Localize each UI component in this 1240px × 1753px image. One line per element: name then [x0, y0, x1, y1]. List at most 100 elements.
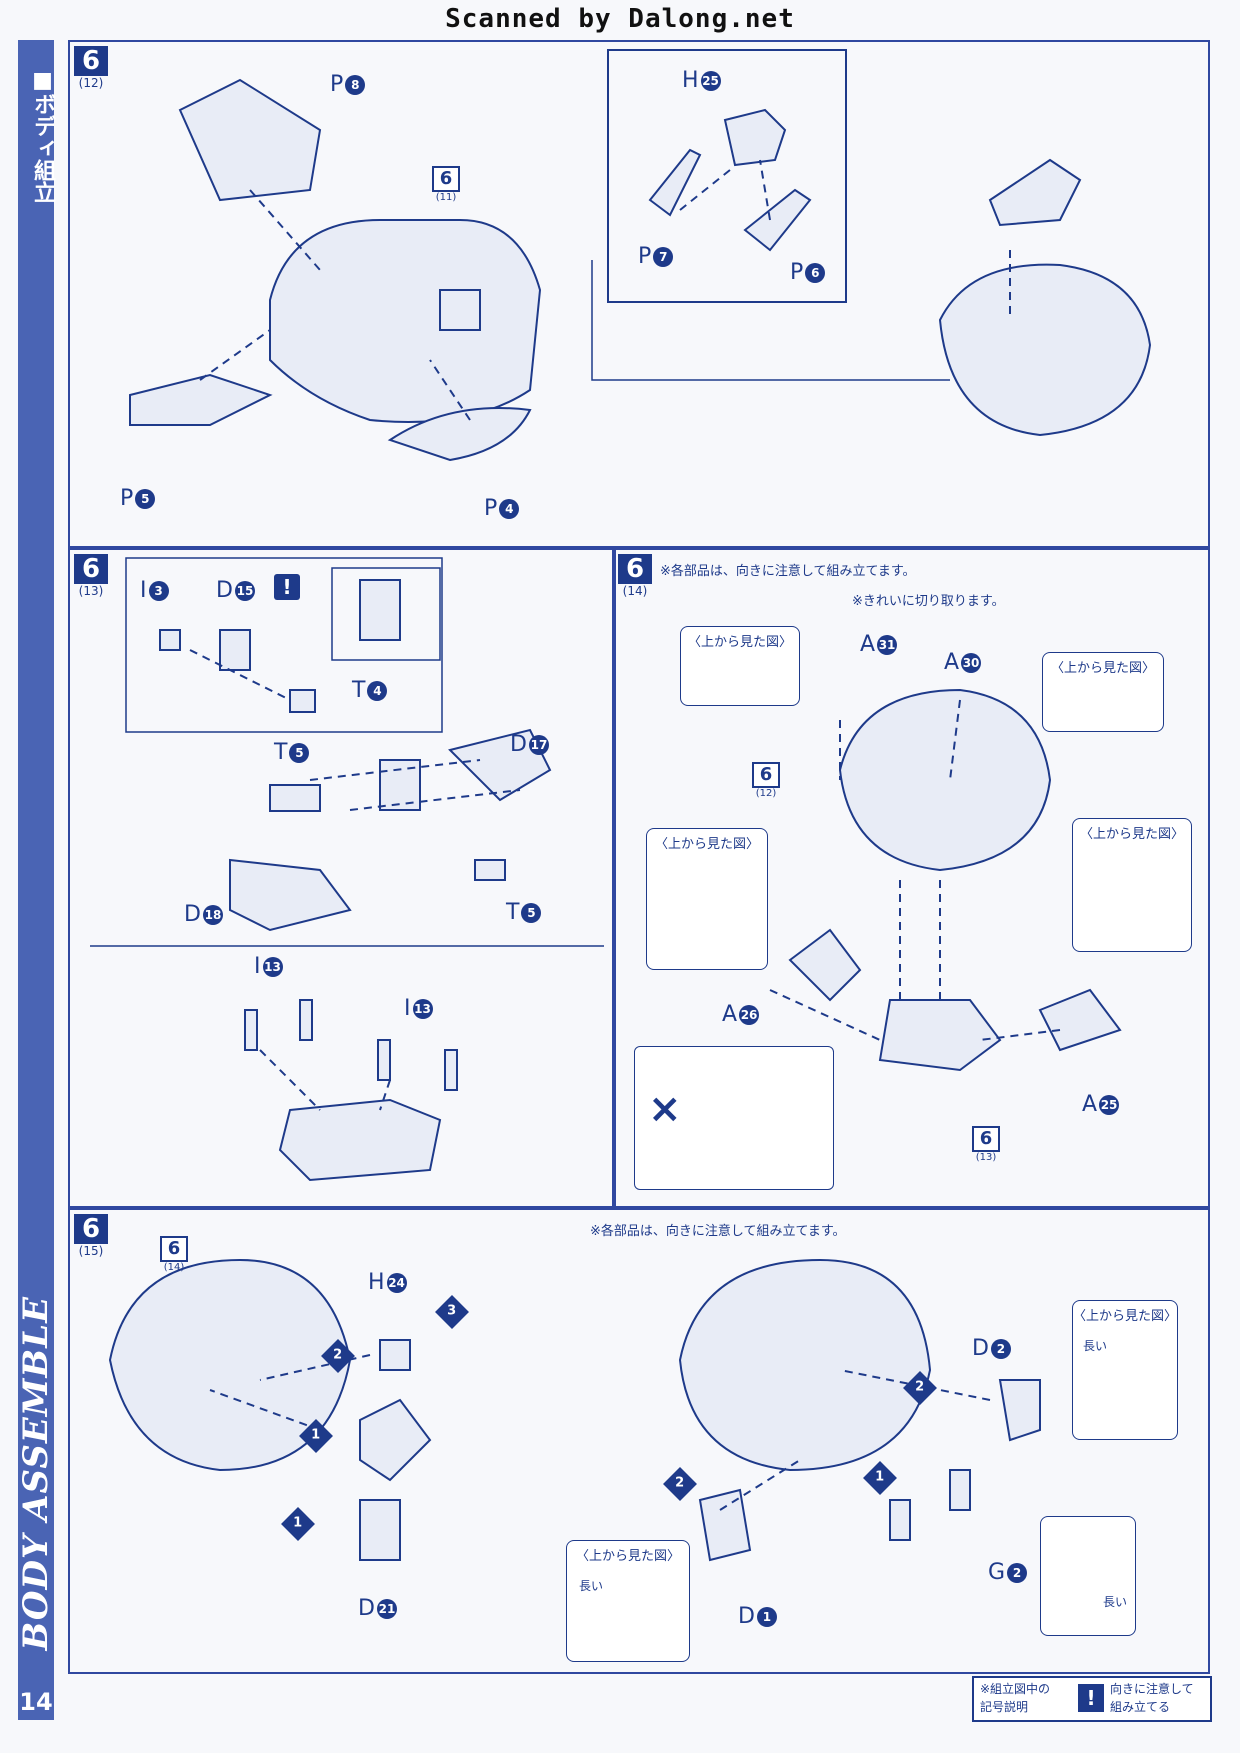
part-number: 26	[739, 1005, 760, 1025]
part-letter: T	[274, 740, 288, 765]
part-letter: A	[722, 1002, 738, 1027]
legend-desc-line: 向きに注意して	[1110, 1682, 1194, 1696]
callout-title: 〈上から見た図〉	[1050, 661, 1155, 676]
part-number: 6	[805, 263, 826, 283]
part-letter: A	[860, 632, 876, 657]
top-view-callout-d2: 〈上から見た図〉 長い	[1072, 1300, 1178, 1440]
part-number: 21	[376, 1599, 397, 1619]
side-view-callout-g2: 長い	[1040, 1516, 1136, 1636]
part-letter: H	[368, 1270, 385, 1295]
part-number: 4	[499, 499, 520, 519]
panel-step-13	[68, 548, 614, 1208]
ref-badge-12: 6 (12)	[752, 762, 780, 799]
step-badge-13: 6 (13)	[74, 554, 108, 598]
part-letter: D	[738, 1604, 755, 1629]
marker-text: 3	[447, 1303, 457, 1319]
legend-desc-line: 組み立てる	[1110, 1700, 1171, 1714]
legend-description: 向きに注意して 組み立てる	[1110, 1680, 1194, 1716]
part-number: 25	[1099, 1095, 1120, 1115]
wrong-example-box	[634, 1046, 834, 1190]
part-number: 17	[528, 735, 549, 755]
section-title-jp: ■ボディ組立	[30, 68, 55, 203]
part-number: 18	[202, 905, 223, 925]
panel-step-12	[68, 40, 1210, 548]
cut-note: ※きれいに切り取ります。	[852, 594, 1005, 609]
ref-step-number: 6	[752, 762, 780, 788]
ref-step-number: 6	[160, 1236, 188, 1262]
legend-title: ※組立図中の 記号説明	[980, 1680, 1050, 1716]
part-number: 13	[412, 999, 433, 1019]
part-letter: D	[972, 1336, 989, 1361]
marker-text: 1	[293, 1515, 303, 1531]
part-letter: D	[358, 1596, 375, 1621]
part-number: 2	[1007, 1563, 1028, 1583]
part-letter: P	[330, 72, 344, 97]
part-number: 5	[135, 489, 156, 509]
panel-step-15	[68, 1208, 1210, 1674]
part-letter: A	[1082, 1092, 1098, 1117]
step-sub: (15)	[78, 1244, 104, 1258]
ref-step-number: 6	[972, 1126, 1000, 1152]
ref-step-sub: (11)	[435, 192, 457, 203]
long-label: 長い	[1103, 1595, 1128, 1609]
wrong-x-icon: ×	[648, 1086, 682, 1132]
marker-text: 1	[875, 1469, 885, 1485]
step-sub: (13)	[78, 584, 104, 598]
callout-title: 〈上から見た図〉	[1073, 1309, 1178, 1324]
part-letter: I	[254, 954, 261, 979]
marker-text: 2	[333, 1347, 343, 1363]
symbol-legend: ※組立図中の 記号説明 ! 向きに注意して 組み立てる	[972, 1676, 1212, 1722]
part-number: 2	[990, 1339, 1011, 1359]
top-view-callout-a26: 〈上から見た図〉	[646, 828, 768, 970]
step-badge-12: 6 (12)	[74, 46, 108, 90]
page-number: 14	[18, 1688, 54, 1716]
long-label: 長い	[1083, 1339, 1108, 1353]
step-sub: (12)	[78, 76, 104, 90]
legend-title-line: 記号説明	[980, 1700, 1029, 1714]
callout-title: 〈上から見た図〉	[575, 1549, 680, 1564]
ref-step-number: 6	[432, 166, 460, 192]
legend-title-line: ※組立図中の	[980, 1682, 1051, 1696]
part-number: 31	[877, 635, 898, 655]
part-number: 1	[756, 1607, 777, 1627]
step-number: 6	[74, 46, 108, 76]
part-letter: G	[988, 1560, 1006, 1585]
part-letter: P	[790, 260, 804, 285]
part-number: 5	[289, 743, 310, 763]
step-number: 6	[74, 1214, 108, 1244]
part-letter: D	[510, 732, 527, 757]
part-number: 4	[367, 681, 388, 701]
top-view-callout-a31: 〈上から見た図〉	[680, 626, 800, 706]
callout-title: 〈上から見た図〉	[687, 635, 792, 650]
part-letter: D	[216, 578, 233, 603]
part-letter: I	[404, 996, 411, 1021]
ref-badge-13: 6 (13)	[972, 1126, 1000, 1163]
sidebar-strip: ■ボディ組立 BODY ASSEMBLE	[16, 40, 56, 1720]
step-number: 6	[74, 554, 108, 584]
marker-text: 2	[915, 1379, 925, 1395]
ref-step-sub: (14)	[163, 1262, 185, 1273]
marker-text: 1	[311, 1427, 321, 1443]
top-view-callout-a25: 〈上から見た図〉	[1072, 818, 1192, 952]
